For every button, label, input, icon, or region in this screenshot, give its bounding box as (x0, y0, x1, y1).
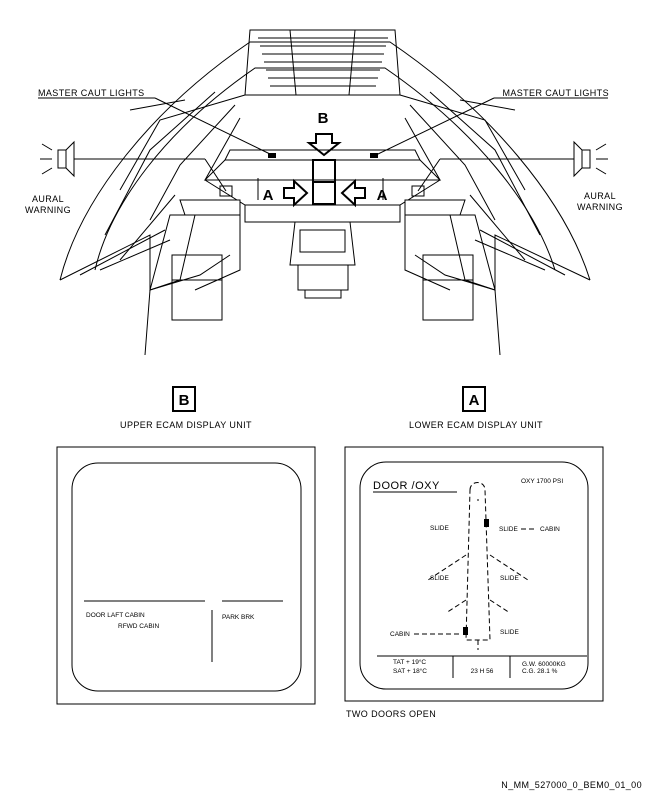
lower-ecam-display: DOOR /OXY OXY 1700 PSI SLIDE SLIDE CABIN… (345, 447, 603, 701)
upper-ecam-caption: UPPER ECAM DISPLAY UNIT (120, 420, 252, 430)
aircraft-outline (428, 483, 528, 651)
lower-slide-r1: SLIDE (499, 526, 518, 533)
label-a-right-cockpit: A (377, 187, 388, 204)
lower-cabin-l3: CABIN (390, 631, 410, 638)
lower-sat: SAT + 18°C (393, 667, 427, 675)
arrow-right-icon (284, 181, 307, 205)
cockpit-view (60, 30, 590, 355)
lower-time: 23 H 56 (471, 668, 494, 675)
legend-b: B UPPER ECAM DISPLAY UNIT (120, 387, 252, 430)
speaker-right-icon (574, 142, 608, 176)
upper-door-line-2: RFWD CABIN (118, 623, 159, 630)
legend-a-letter: A (469, 392, 480, 409)
lower-ecam-title: DOOR /OXY (373, 480, 440, 492)
upper-park-brk: PARK BRK (222, 614, 255, 621)
lower-ecam-caption: LOWER ECAM DISPLAY UNIT (409, 420, 543, 430)
master-caut-left-label: MASTER CAUT LIGHTS (38, 88, 145, 98)
lower-slide-l1: SLIDE (430, 525, 449, 532)
legend-b-letter: B (179, 392, 190, 409)
lower-tat: TAT + 19°C (393, 658, 426, 666)
aural-right-label: AURAL (584, 191, 616, 201)
aural-right-label-2: WARNING (577, 202, 623, 212)
upper-ecam-display: DOOR LAFT CABIN RFWD CABIN PARK BRK (57, 447, 315, 704)
aural-left-label: AURAL (32, 194, 64, 204)
reference-code: N_MM_527000_0_BEM0_01_00 (501, 780, 642, 790)
speaker-left-icon (40, 142, 74, 176)
upper-door-line-1: DOOR LAFT CABIN (86, 612, 145, 619)
lower-slide-l2: SLIDE (430, 575, 449, 582)
lower-cabin-r1: CABIN (540, 526, 560, 533)
arrow-left-icon (342, 181, 365, 205)
arrow-down-icon (309, 134, 339, 155)
lower-slide-r3: SLIDE (500, 629, 519, 636)
aural-left-label-2: WARNING (25, 205, 71, 215)
label-a-left-cockpit: A (263, 187, 274, 204)
label-b-cockpit: B (318, 110, 329, 127)
two-doors-caption: TWO DOORS OPEN (346, 709, 436, 719)
master-caut-right-label: MASTER CAUT LIGHTS (502, 88, 609, 98)
lower-cg: C.G. 28.1 % (522, 668, 558, 675)
legend-a: A LOWER ECAM DISPLAY UNIT (409, 387, 543, 430)
lower-gw: G.W. 60000KG (522, 661, 566, 668)
lower-oxy-psi: OXY 1700 PSI (521, 478, 563, 485)
lower-slide-r2: SLIDE (500, 575, 519, 582)
